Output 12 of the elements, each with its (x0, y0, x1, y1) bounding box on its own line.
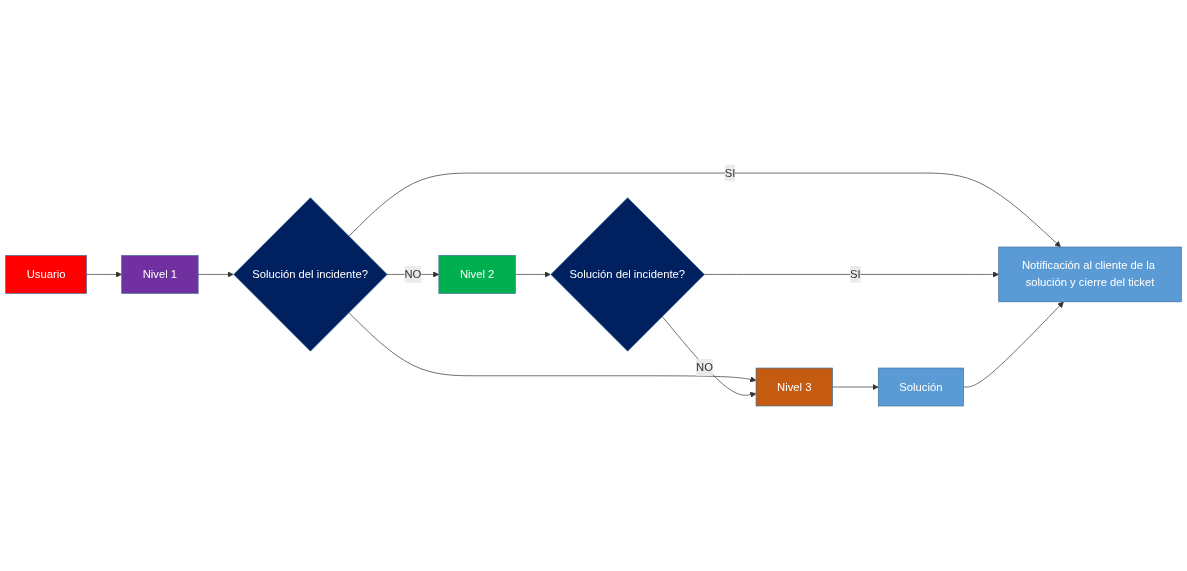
node-box: Usuario (5, 255, 87, 294)
node-box: Solución (877, 367, 964, 407)
node-diamond: Solución del incidente? (233, 197, 388, 352)
node-box: Nivel 1 (121, 255, 199, 294)
edge-label: NO (696, 361, 713, 374)
edge-label: NO (404, 268, 422, 281)
node-box: Nivel 3 (755, 367, 833, 407)
node-box: Notificación al cliente de la solución y cierre del ticket (998, 246, 1182, 303)
node-box: Nivel 2 (438, 255, 516, 294)
edge-label: SI (850, 268, 861, 281)
edge-label: SI (724, 166, 736, 179)
node-diamond: Solución del incidente? (550, 197, 705, 352)
